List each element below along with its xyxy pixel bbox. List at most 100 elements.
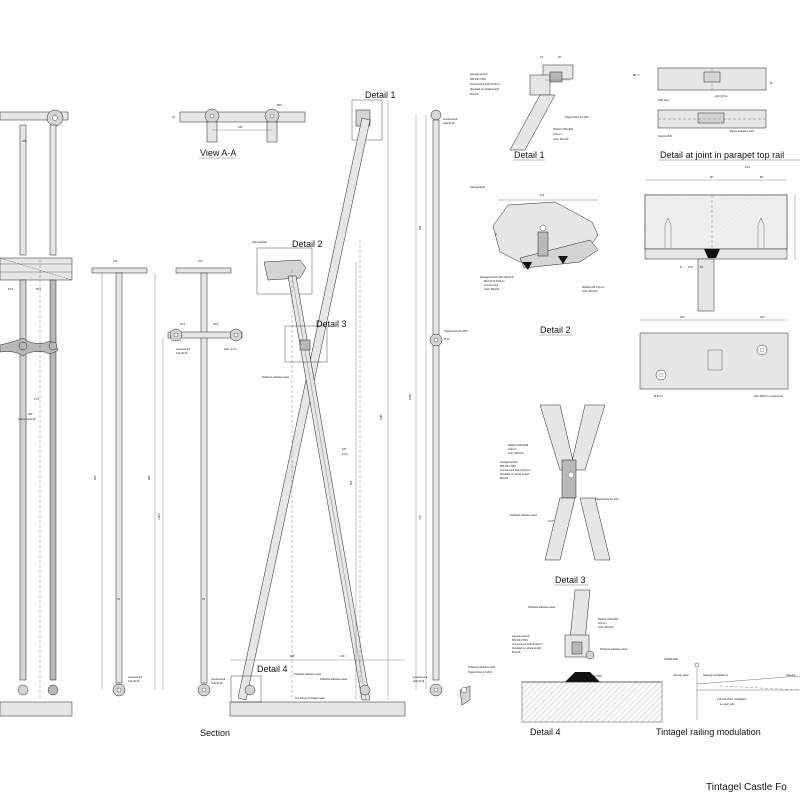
modulation-title: Tintagel railing modulation bbox=[656, 727, 761, 737]
svg-text:Oak handrail: Oak handrail bbox=[470, 185, 485, 189]
svg-text:1180: 1180 bbox=[379, 414, 383, 420]
svg-text:10: 10 bbox=[172, 115, 175, 119]
svg-text:140: 140 bbox=[340, 654, 345, 658]
svg-text:Washer M10 Ø24: Washer M10 Ø24 bbox=[508, 443, 529, 447]
svg-text:color: BLACK: color: BLACK bbox=[598, 625, 614, 629]
svg-text:110: 110 bbox=[540, 193, 545, 197]
svg-text:countersunk: countersunk bbox=[484, 283, 499, 287]
svg-text:110: 110 bbox=[198, 259, 203, 263]
svg-text:21.0°: 21.0° bbox=[548, 519, 554, 523]
svg-text:countersunk: countersunk bbox=[176, 347, 191, 351]
svg-text:countersunk hole Ø 16mm: countersunk hole Ø 16mm bbox=[470, 82, 500, 86]
svg-text:30: 30 bbox=[558, 55, 561, 59]
svg-text:'B': 'B' bbox=[633, 73, 636, 77]
svg-text:405: 405 bbox=[22, 139, 27, 143]
parapet-title: Detail at joint in parapet top rail bbox=[660, 150, 784, 160]
svg-text:Hexagonal bolt: Hexagonal bolt bbox=[512, 634, 530, 638]
detail4-title: Detail 4 bbox=[530, 727, 561, 737]
view-aa-title: View A-A bbox=[200, 148, 236, 158]
detail2-title: Detail 2 bbox=[540, 325, 571, 335]
svg-text:100: 100 bbox=[680, 315, 685, 319]
svg-text:Polished stainless steel: Polished stainless steel bbox=[468, 665, 495, 669]
svg-text:countersunk hole Ø 16mm: countersunk hole Ø 16mm bbox=[512, 642, 542, 646]
svg-text:Washer M8 3x1mm: Washer M8 3x1mm bbox=[582, 285, 604, 289]
svg-text:hole Ø 16: hole Ø 16 bbox=[176, 351, 188, 355]
oak-handrail-note: Oak handrail bbox=[252, 240, 267, 244]
section-bb-label: Section B-B bbox=[658, 134, 672, 138]
svg-text:color: BLACK: color: BLACK bbox=[582, 289, 598, 293]
detail-4: Polished stainless steel Washer M10 Ø24 … bbox=[512, 589, 663, 737]
railing-modulation: SHIM/LAND Security plate Spacing modulat… bbox=[656, 657, 800, 737]
svg-text:twist -21.0°: twist -21.0° bbox=[224, 347, 237, 351]
svg-text:125: 125 bbox=[238, 125, 243, 129]
svg-text:3x1mm: 3x1mm bbox=[508, 447, 517, 451]
svg-text:R: R bbox=[495, 232, 497, 236]
svg-text:Spacing: Spacing bbox=[786, 673, 796, 677]
top-flange-note: Top flange of bridge beam bbox=[295, 696, 325, 700]
svg-text:'B': 'B' bbox=[770, 81, 773, 85]
svg-text:hole in handrail: hole in handrail bbox=[18, 417, 36, 421]
project-title: Tintagel Castle Fo bbox=[706, 782, 787, 793]
svg-text:BIS DIN 7991: BIS DIN 7991 bbox=[500, 464, 516, 468]
svg-text:joint @ 3m: joint @ 3m bbox=[714, 94, 727, 98]
view-aa: 125 10 Ø16 View A-A bbox=[172, 103, 306, 159]
svg-text:hole Ø 16: hole Ø 16 bbox=[443, 121, 455, 125]
svg-text:1094: 1094 bbox=[408, 394, 412, 400]
detail1-tag: Detail 1 bbox=[365, 90, 396, 100]
x-frame-elevation: Oak handrail Detail 2 Detail 1 Detail 3 … bbox=[229, 90, 406, 717]
svg-text:700: 700 bbox=[418, 515, 422, 520]
svg-text:250: 250 bbox=[28, 412, 33, 416]
svg-text:color: BLACK: color: BLACK bbox=[484, 287, 500, 291]
svg-text:110: 110 bbox=[113, 259, 118, 263]
svg-text:405: 405 bbox=[290, 654, 295, 658]
svg-text:60.5: 60.5 bbox=[180, 322, 186, 326]
svg-text:90: 90 bbox=[710, 175, 713, 179]
svg-text:80: 80 bbox=[760, 175, 763, 179]
parapet-joint: 'B' 'B' joint @ 3m Side view Epoxy stain… bbox=[633, 67, 800, 398]
svg-text:Ø 16: Ø 16 bbox=[444, 337, 450, 341]
detail4-tag: Detail 4 bbox=[257, 664, 288, 674]
section-title: Section bbox=[200, 728, 230, 738]
svg-text:70: 70 bbox=[202, 597, 205, 601]
svg-text:15: 15 bbox=[540, 55, 543, 59]
svg-text:Ø 8mm: Ø 8mm bbox=[654, 394, 663, 398]
detail3-title: Detail 3 bbox=[555, 575, 586, 585]
svg-text:130 stanchion modulation: 130 stanchion modulation bbox=[717, 697, 747, 701]
svg-text:10.4°: 10.4° bbox=[342, 452, 348, 456]
d1-washer: Washer M10 Ø24 bbox=[553, 127, 574, 131]
svg-text:hole Ø 16: hole Ø 16 bbox=[413, 679, 425, 683]
svg-text:color: BLACK: color: BLACK bbox=[553, 137, 569, 141]
detail-2: 110 Oak handrail R Hexagonal bolt (ISO 4… bbox=[470, 185, 604, 336]
svg-text:16.5: 16.5 bbox=[688, 265, 694, 269]
svg-text:738.4: 738.4 bbox=[157, 513, 161, 520]
svg-text:62.5: 62.5 bbox=[745, 165, 751, 169]
svg-text:60.5: 60.5 bbox=[213, 322, 219, 326]
side-view-label: Side view bbox=[658, 98, 669, 102]
detail-3: Washer M10 Ø24 3x1mm color: BLACK Hexago… bbox=[500, 404, 619, 586]
svg-text:408: 408 bbox=[418, 225, 422, 230]
detail1-title: Detail 1 bbox=[514, 150, 545, 160]
svg-text:70: 70 bbox=[117, 597, 120, 601]
svg-text:BLACK: BLACK bbox=[512, 650, 521, 654]
svg-text:hole Ø 16: hole Ø 16 bbox=[211, 681, 223, 685]
svg-text:3x1mm: 3x1mm bbox=[598, 621, 607, 625]
svg-text:hole Ø 16: hole Ø 16 bbox=[128, 679, 140, 683]
svg-text:Ø16: Ø16 bbox=[277, 103, 282, 107]
svg-text:8: 8 bbox=[680, 265, 682, 269]
svg-text:countersunk: countersunk bbox=[413, 675, 428, 679]
svg-text:Polished stainless steel: Polished stainless steel bbox=[294, 672, 321, 676]
detail-1: 15 30 Hexagonal bolt BIS DIN 7991 counte… bbox=[470, 55, 589, 161]
svg-text:980: 980 bbox=[147, 475, 151, 480]
drill-hole-note: Hole Ø8mm countersunk bbox=[754, 394, 783, 398]
svg-text:Hexagonal bolt: Hexagonal bolt bbox=[500, 460, 518, 464]
svg-text:M10 Ø 16 100mm: M10 Ø 16 100mm bbox=[484, 279, 505, 283]
svg-text:Tapped hole for M10: Tapped hole for M10 bbox=[468, 670, 492, 674]
svg-text:Hexagonal bolt (ISO 4014) Ø: Hexagonal bolt (ISO 4014) Ø bbox=[480, 275, 513, 279]
d1-hex-bolt: Hexagonal bolt bbox=[470, 72, 488, 76]
svg-text:Tapped hole for M10: Tapped hole for M10 bbox=[578, 674, 602, 678]
svg-text:Polished stainless steel: Polished stainless steel bbox=[600, 647, 627, 651]
svg-text:50: 50 bbox=[700, 265, 703, 269]
svg-text:Washer M10 Ø24: Washer M10 Ø24 bbox=[598, 617, 619, 621]
polished-steel-note-1: Polished stainless steel bbox=[262, 375, 289, 379]
side-post: 408 1094 700 countersunk hole Ø 16 Tappe… bbox=[408, 109, 495, 706]
